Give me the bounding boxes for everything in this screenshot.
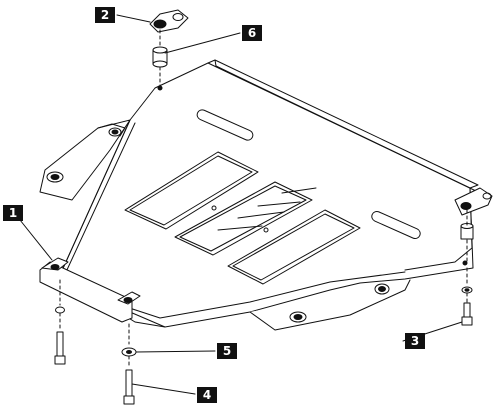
front-mounting-bar bbox=[39, 257, 411, 331]
part-3-bolt bbox=[461, 267, 473, 326]
mounting-slots bbox=[157, 85, 468, 266]
left-mounting-ear bbox=[39, 119, 131, 201]
ventilation-windows bbox=[124, 151, 361, 285]
callout-1: 1 bbox=[3, 205, 23, 221]
part-6-spacer bbox=[152, 29, 168, 88]
callout-4: 4 bbox=[197, 387, 217, 403]
callout-3: 3 bbox=[405, 333, 425, 349]
part-2-eye-bracket bbox=[149, 9, 189, 33]
right-bracket bbox=[454, 187, 493, 263]
left-bolt bbox=[54, 279, 66, 365]
callout-6: 6 bbox=[242, 25, 262, 41]
callout-5: 5 bbox=[217, 343, 237, 359]
callout-2: 2 bbox=[95, 7, 115, 23]
skid-plate bbox=[59, 59, 479, 328]
part-4-5-bolt-washer bbox=[121, 323, 137, 405]
leader-lines bbox=[19, 14, 463, 395]
